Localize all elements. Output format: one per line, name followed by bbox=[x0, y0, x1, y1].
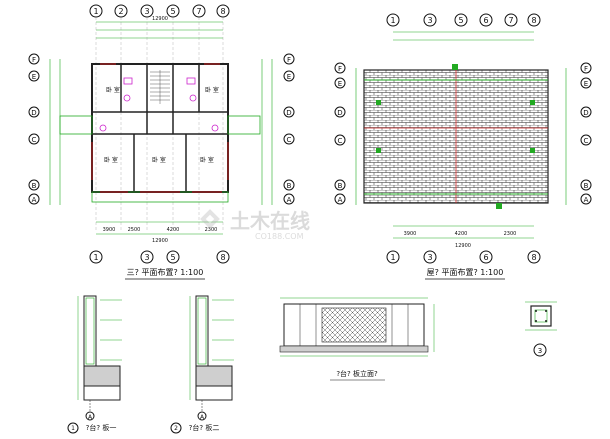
room-label: 卧 室 bbox=[106, 86, 120, 94]
dim-bottom: 4200 bbox=[167, 227, 180, 233]
dim-bottom: 2300 bbox=[205, 227, 218, 233]
floor-plan-title: 三? 平面布置? 1:100 bbox=[127, 267, 204, 277]
axis-label: A bbox=[88, 414, 93, 421]
axis-label: D bbox=[337, 109, 342, 117]
floor-plan: 1 2 3 5 7 8 12900 F E D C B A F E D C B … bbox=[28, 4, 295, 280]
axis-label: 8 bbox=[531, 16, 536, 25]
axis-label: F bbox=[287, 56, 291, 64]
axis-label: F bbox=[338, 65, 342, 73]
axis-label: A bbox=[584, 196, 589, 204]
axis-label: B bbox=[32, 182, 37, 190]
dim-top-total: 12900 bbox=[152, 16, 168, 22]
detail-number: 2 bbox=[174, 425, 178, 432]
axis-label: 6 bbox=[483, 16, 488, 25]
detail-label: ?台? 板二 bbox=[189, 423, 220, 432]
detail-number: 3 bbox=[538, 347, 542, 355]
floor-plan-axes-bottom: 1 3 5 8 bbox=[89, 250, 230, 264]
watermark-sub: CO188.COM bbox=[255, 232, 304, 241]
axis-label: E bbox=[584, 80, 588, 88]
axis-label: 1 bbox=[390, 16, 395, 25]
axis-label: 5 bbox=[170, 253, 175, 262]
axis-label: E bbox=[287, 73, 291, 81]
dim-bottom-total: 12900 bbox=[455, 243, 471, 249]
detail-number: 1 bbox=[71, 425, 75, 432]
room-label: 卧 室 bbox=[200, 156, 214, 164]
axis-label: B bbox=[287, 182, 292, 190]
axis-label: C bbox=[287, 136, 292, 144]
dim-bottom: 2500 bbox=[128, 227, 141, 233]
railing-panel bbox=[321, 307, 387, 343]
watermark-text: 土木在线 bbox=[230, 209, 310, 233]
floor-plan-axes-right: F E D C B A bbox=[283, 53, 295, 205]
axis-label: A bbox=[338, 196, 343, 204]
room-label: 卧 室 bbox=[152, 156, 166, 164]
axis-label: 1 bbox=[93, 253, 98, 262]
dim-bottom: 3900 bbox=[404, 231, 417, 237]
axis-label: F bbox=[584, 65, 588, 73]
axis-label: 5 bbox=[458, 16, 463, 25]
detail-column-section: 3 bbox=[525, 301, 557, 357]
detail-parapet-1: A 1 ?台? 板一 bbox=[67, 295, 122, 434]
axis-label: 3 bbox=[427, 253, 432, 262]
detail-parapet-2: A 2 ?台? 板二 bbox=[170, 295, 234, 434]
axis-label: 3 bbox=[427, 16, 432, 25]
axis-label: 8 bbox=[220, 253, 225, 262]
axis-label: E bbox=[32, 73, 36, 81]
detail-label: ?台? 板一 bbox=[86, 423, 117, 432]
room-label: 卧 室 bbox=[104, 156, 118, 164]
dim-bottom: 3900 bbox=[103, 227, 116, 233]
detail-railing-elevation: ?台? 板立面? bbox=[279, 297, 435, 381]
axis-label: 7 bbox=[508, 16, 513, 25]
watermark-logo bbox=[200, 209, 220, 229]
floor-plan-axes-left: F E D C B A bbox=[28, 53, 40, 205]
axis-label: A bbox=[32, 196, 37, 204]
axis-label: C bbox=[584, 137, 589, 145]
axis-label: 1 bbox=[93, 7, 98, 16]
axis-label: A bbox=[287, 196, 292, 204]
axis-label: B bbox=[584, 182, 589, 190]
axis-label: D bbox=[286, 109, 291, 117]
axis-label: A bbox=[200, 414, 205, 421]
axis-label: 8 bbox=[531, 253, 536, 262]
axis-label: 3 bbox=[144, 253, 149, 262]
detail-label: ?台? 板立面? bbox=[336, 369, 378, 378]
axis-label: 5 bbox=[170, 7, 175, 16]
roof-plan-title: 屋? 平面布置? 1:100 bbox=[427, 267, 504, 277]
axis-label: 6 bbox=[483, 253, 488, 262]
room-label: 卧 室 bbox=[205, 86, 219, 94]
axis-label: B bbox=[338, 182, 343, 190]
axis-label: 1 bbox=[390, 253, 395, 262]
watermark: 土木在线 CO188.COM bbox=[200, 209, 310, 241]
axis-label: 7 bbox=[196, 7, 201, 16]
axis-label: C bbox=[32, 136, 37, 144]
axis-label: 8 bbox=[220, 7, 225, 16]
dim-bottom: 2300 bbox=[504, 231, 517, 237]
dim-bottom-total: 12900 bbox=[152, 238, 168, 244]
axis-label: D bbox=[31, 109, 36, 117]
axis-label: F bbox=[32, 56, 36, 64]
roof-plan: 1 3 5 6 7 8 F E D C B A F E D C B A bbox=[334, 13, 592, 280]
dim-bottom: 4200 bbox=[455, 231, 468, 237]
axis-label: E bbox=[338, 80, 342, 88]
axis-label: D bbox=[583, 109, 588, 117]
axis-label: 2 bbox=[118, 7, 123, 16]
axis-label: C bbox=[338, 137, 343, 145]
axis-label: 3 bbox=[144, 7, 149, 16]
